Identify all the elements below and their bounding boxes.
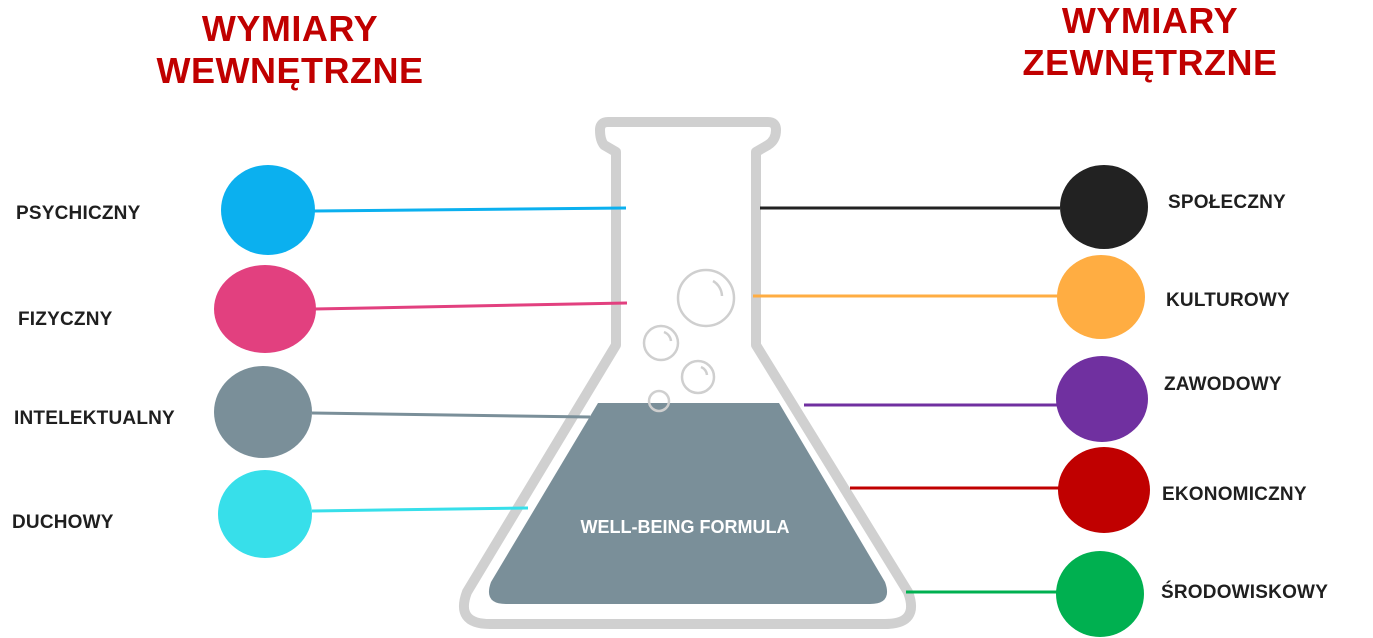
label-intelektualny: INTELEKTUALNY bbox=[14, 408, 175, 429]
bubble-small bbox=[680, 359, 716, 395]
circle-fizyczny bbox=[214, 265, 316, 353]
circle-kulturowy bbox=[1057, 255, 1145, 339]
circle-zawodowy bbox=[1056, 356, 1148, 442]
label-psychiczny: PSYCHICZNY bbox=[16, 203, 141, 224]
circle-ekonomiczny bbox=[1058, 447, 1150, 533]
dimension-circles bbox=[214, 165, 1150, 637]
circle-intelektualny bbox=[214, 366, 312, 458]
label-duchowy: DUCHOWY bbox=[12, 512, 114, 533]
label-fizyczny: FIZYCZNY bbox=[18, 309, 113, 330]
label-srodowiskowy: ŚRODOWISKOWY bbox=[1161, 582, 1329, 603]
connector-duchowy bbox=[311, 506, 529, 513]
bubble-medium bbox=[642, 324, 680, 362]
label-ekonomiczny: EKONOMICZNY bbox=[1162, 484, 1307, 505]
connector-fizyczny bbox=[313, 301, 628, 311]
label-kulturowy: KULTUROWY bbox=[1166, 290, 1290, 311]
label-zawodowy: ZAWODOWY bbox=[1164, 374, 1282, 395]
bubble-tiny bbox=[647, 389, 671, 413]
circle-psychiczny bbox=[221, 165, 315, 255]
bubbles bbox=[642, 268, 736, 413]
connector-lines bbox=[311, 206, 1060, 594]
bubble-large bbox=[676, 268, 736, 328]
connector-psychiczny bbox=[313, 206, 627, 213]
connector-intelektualny bbox=[311, 411, 591, 419]
flask-label: WELL-BEING FORMULA bbox=[580, 517, 790, 537]
flask-liquid bbox=[488, 403, 888, 604]
circle-srodowiskowy bbox=[1056, 551, 1144, 637]
circle-duchowy bbox=[218, 470, 312, 558]
circle-spoleczny bbox=[1060, 165, 1148, 249]
label-spoleczny: SPOŁECZNY bbox=[1168, 192, 1286, 213]
